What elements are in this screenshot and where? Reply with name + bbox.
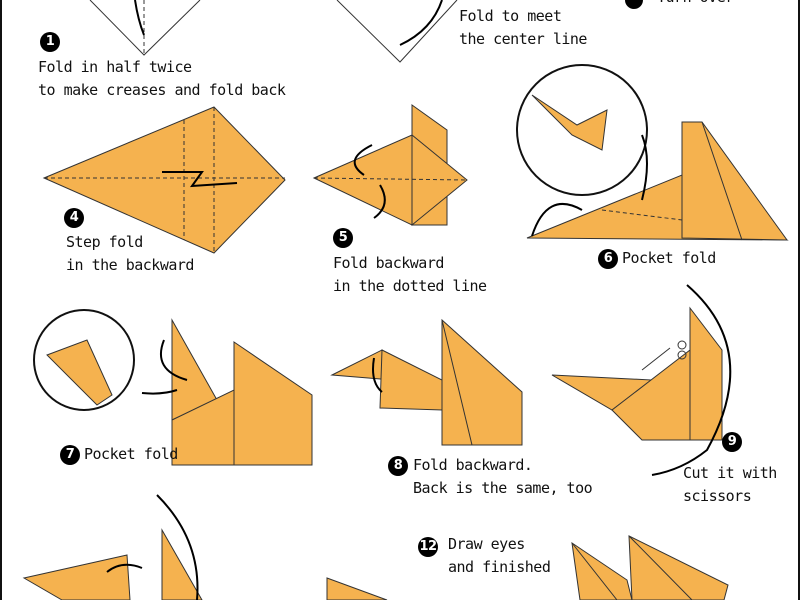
step-1-badge: 1 [40,30,64,53]
step-11-figure [326,577,388,600]
step-6-figure [516,64,789,241]
step-1-figure [89,0,201,56]
step-fold-arrow-icon [162,171,238,188]
arrow-icon [134,0,145,36]
step-7-caption: Pocket fold [84,445,178,463]
scissors-icon [641,347,671,371]
arrow-icon [531,134,648,237]
step-4-badge: 4 [64,206,88,229]
step-8-caption: Fold backward. Back is the same, too [413,456,593,497]
arrow-icon [141,339,188,395]
step-9-figure [551,284,732,476]
step-12-figure [571,535,729,600]
arrow-icon [353,144,386,219]
step-12-badge: 12 [418,535,442,558]
step-5-figure [312,104,468,227]
step-12-caption: Draw eyes and finished [448,535,551,576]
step-6-caption: Pocket fold [622,249,716,267]
step-1-number: 1 [40,31,60,52]
step-1-caption: Fold in half twice to make creases and f… [38,58,286,99]
step-8-figure [330,318,523,446]
step-8-badge: 8 [388,454,412,477]
step-9-badge: 9 [722,430,746,453]
step-2-figure [336,0,458,63]
step-7-figure [33,309,313,466]
arrow-icon [372,357,383,393]
step-3-caption: Turn over [657,0,734,9]
step-5-caption: Fold backward in the dotted line [333,254,487,295]
arrow-icon [399,0,443,46]
step-4-figure [42,106,286,254]
step-9-caption: Cut it with scissors [683,464,777,505]
step-10-figure [22,494,203,600]
step-3-badge-icon [625,0,643,9]
step-5-badge: 5 [333,226,357,249]
cut-line-arrow-icon [651,284,732,476]
step-4-caption: Step fold in the backward [66,233,194,274]
step-2-caption: Fold to meet the center line [459,7,587,48]
arrow-icon [106,494,199,600]
